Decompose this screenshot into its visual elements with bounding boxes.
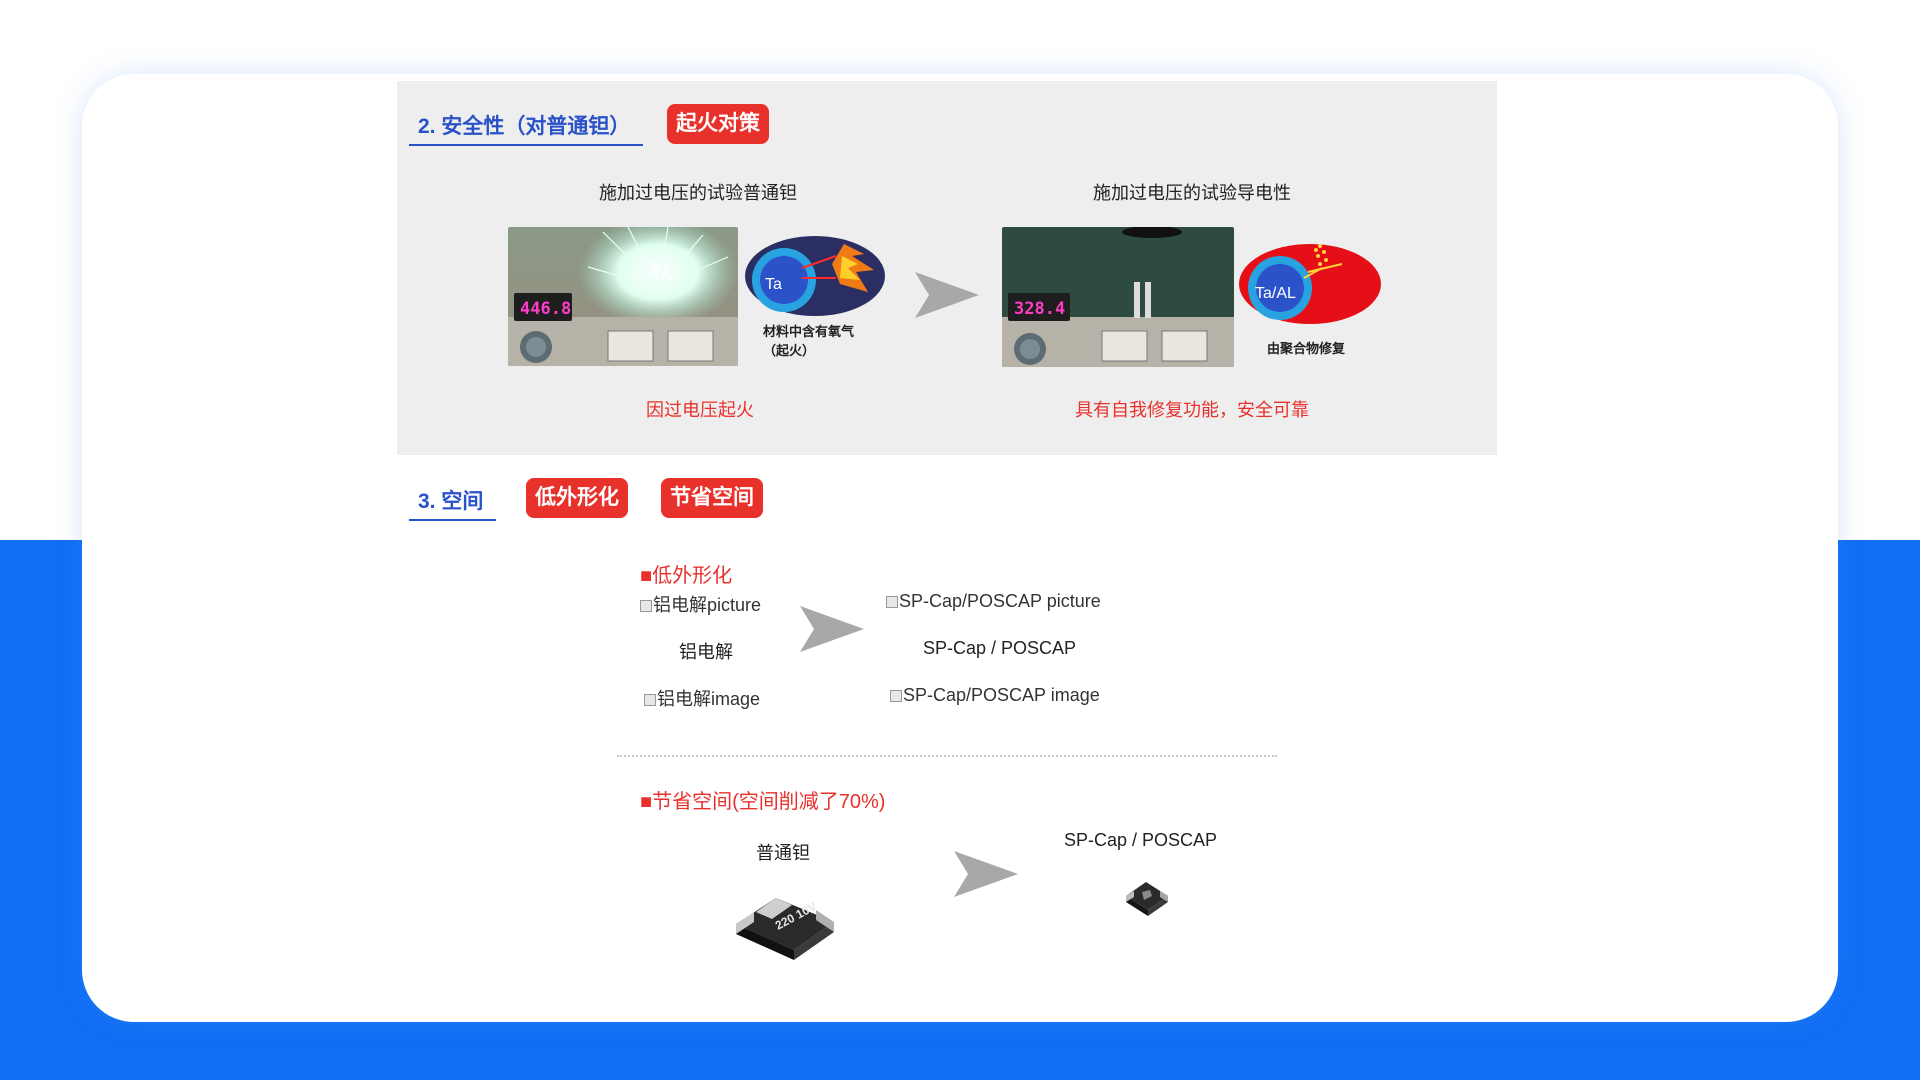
- oxygen-note: 材料中含有氧气 （起火）: [763, 322, 854, 360]
- spcap-image-alt: SP-Cap/POSCAP image: [903, 685, 1100, 705]
- aluminum-image-placeholder: 铝电解image: [644, 685, 760, 711]
- standard-tantalum-chip-icon: 220 10V: [736, 898, 834, 960]
- left-meter-readout: 446.8: [520, 299, 571, 319]
- right-result-caption: 具有自我修复功能，安全可靠: [1075, 400, 1309, 420]
- ta-oval-icon: Ta: [745, 236, 885, 316]
- standard-tantalum-label: 普通钽: [756, 843, 810, 863]
- polymer-note: 由聚合物修复: [1267, 341, 1346, 356]
- section-divider: [617, 755, 1277, 757]
- oxygen-note-line2: （起火）: [763, 343, 816, 358]
- section2-underline: [409, 144, 643, 146]
- aluminum-picture-placeholder: 铝电解picture: [640, 591, 761, 617]
- spcap-label: SP-Cap / POSCAP: [923, 638, 1077, 658]
- ta-al-oval-icon: Ta/AL: [1239, 244, 1381, 324]
- low-profile-badge: 低外形化: [526, 478, 628, 518]
- ta-label: Ta: [765, 276, 782, 293]
- arrow-right-icon: [954, 851, 1018, 897]
- spcap-picture-placeholder: SP-Cap/POSCAP picture: [886, 591, 1101, 612]
- arrow-right-icon: [800, 606, 864, 652]
- section3-underline: [409, 519, 496, 521]
- section3-title: 3. 空间: [418, 490, 484, 513]
- spcap-size-label: SP-Cap / POSCAP: [1064, 830, 1218, 850]
- broken-image-icon: [644, 694, 656, 706]
- aluminum-picture-alt: 铝电解picture: [653, 595, 762, 615]
- right-test-caption: 施加过电压的试验导电性: [1093, 183, 1291, 203]
- broken-image-icon: [640, 600, 652, 612]
- fire-countermeasure-badge: 起火对策: [667, 104, 769, 144]
- broken-image-icon: [886, 596, 898, 608]
- right-test-photo-graphic: 328.4: [1002, 227, 1234, 367]
- left-test-caption: 施加过电压的试验普通钽: [599, 183, 797, 203]
- ta-al-label: Ta/AL: [1255, 285, 1296, 302]
- spcap-image-placeholder: SP-Cap/POSCAP image: [890, 685, 1100, 706]
- left-result-caption: 因过电压起火: [646, 400, 754, 420]
- right-test-photo: 328.4: [1002, 227, 1234, 367]
- low-profile-heading: ■低外形化: [640, 565, 733, 587]
- spcap-chip-icon: [1126, 882, 1168, 916]
- oxygen-note-line1: 材料中含有氧气: [763, 324, 855, 339]
- spcap-picture-alt: SP-Cap/POSCAP picture: [899, 591, 1101, 611]
- broken-image-icon: [890, 690, 902, 702]
- aluminum-label: 铝电解: [679, 642, 733, 662]
- space-saving-badge: 节省空间: [661, 478, 763, 518]
- left-test-photo: 446.8: [508, 227, 738, 366]
- right-meter-readout: 328.4: [1014, 299, 1065, 319]
- space-saving-heading: ■节省空间(空间削减了70%): [640, 791, 886, 813]
- arrow-right-icon: [915, 272, 979, 318]
- section2-title: 2. 安全性（对普通钽）: [418, 115, 631, 138]
- aluminum-image-alt: 铝电解image: [657, 689, 761, 709]
- left-test-photo-graphic: 446.8: [508, 227, 738, 366]
